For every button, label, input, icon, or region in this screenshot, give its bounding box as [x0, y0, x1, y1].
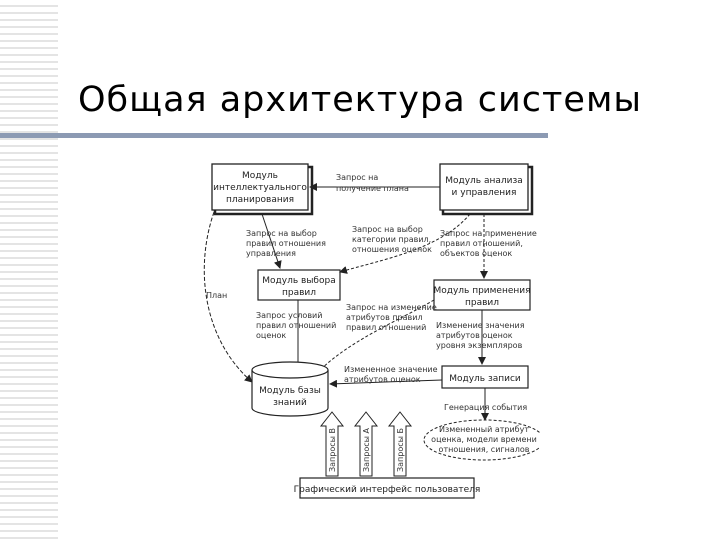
events-line-1: Измененный атрибут — [439, 425, 529, 434]
query-2-label: Запросы А — [362, 428, 371, 472]
rule-application-box: Модуль применения правил — [433, 279, 531, 311]
selection-request-arrow — [261, 213, 282, 269]
intellectual-line-1: Модуль — [242, 171, 278, 181]
intellectual-planning-box: Модуль интеллектуального планирования — [211, 163, 314, 216]
query-1-label: Запросы В — [328, 428, 337, 472]
title-underline — [0, 133, 548, 138]
attribute-value-arrow — [329, 379, 443, 388]
plan-feedback-arrow — [203, 211, 253, 383]
change-request-label-2: атрибутов правил — [346, 313, 423, 322]
recording-label: Модуль записи — [449, 374, 521, 384]
analysis-module-box: Модуль анализа и управления — [439, 163, 534, 216]
conditions-request-label-3: оценок — [256, 331, 286, 340]
query-arrow-3: Запросы Б — [387, 411, 413, 477]
selection-request-label-3: управления — [246, 249, 296, 258]
intellectual-line-3: планирования — [226, 195, 294, 205]
attribute-change-label-2: атрибутов оценок — [436, 331, 513, 340]
attribute-change-label-1: Изменение значения — [436, 321, 525, 330]
analysis-line-1: Модуль анализа — [445, 176, 523, 186]
conditions-request-label-1: Запрос условий — [256, 311, 322, 320]
selection-line-1: Модуль выбора — [262, 276, 335, 286]
rule-selection-box: Модуль выбора правил — [257, 269, 341, 301]
events-line-3: отношения, сигналов — [439, 445, 530, 454]
slide-title: Общая архитектура системы — [78, 80, 642, 120]
application-request-label-1: Запрос на применение — [440, 229, 537, 238]
selection-request-label-1: Запрос на выбор — [246, 229, 317, 238]
category-request-label-3: отношения оценок — [352, 245, 432, 254]
attribute-change-label-3: уровня экземпляров — [436, 341, 523, 350]
category-request-label-2: категории правил, — [352, 235, 431, 244]
attribute-value-label-2: атрибутов оценок — [344, 375, 421, 384]
architecture-diagram: Модуль интеллектуального планирования Мо… — [200, 150, 540, 510]
query-3-label: Запросы Б — [396, 428, 405, 472]
query-arrow-2: Запросы А — [353, 411, 379, 477]
selection-request-label-2: правил отношения — [246, 239, 326, 248]
application-line-2: правил — [465, 298, 499, 308]
database-line-2: знаний — [273, 398, 307, 408]
event-generation-label: Генерация события — [444, 403, 527, 412]
plan-request-label-1: Запрос на — [336, 173, 378, 182]
change-request-arrow — [317, 299, 435, 373]
application-request-label-2: правил отношений, — [440, 239, 523, 248]
events-ellipse: Измененный атрибут оценка, модели времен… — [423, 419, 540, 461]
analysis-line-2: и управления — [452, 188, 517, 198]
intellectual-line-2: интеллектуального — [213, 183, 307, 193]
change-request-label-1: Запрос на изменение — [346, 303, 437, 312]
category-request-arrow — [339, 213, 471, 274]
attribute-value-label-1: Измененное значение — [344, 365, 438, 374]
application-line-1: Модуль применения — [433, 286, 530, 296]
recording-module-box: Модуль записи — [441, 365, 529, 389]
query-arrow-1: Запросы В — [319, 411, 345, 477]
events-line-2: оценка, модели времени — [431, 435, 537, 444]
plan-label: План — [206, 291, 227, 300]
conditions-request-label-2: правил отношений — [256, 321, 336, 330]
selection-line-2: правил — [282, 288, 316, 298]
application-request-label-3: объектов оценок — [440, 249, 512, 258]
change-request-label-3: правил отношений — [346, 323, 426, 332]
database-line-1: Модуль базы — [259, 386, 321, 396]
gui-box: Графический интерфейс пользователя — [294, 477, 481, 499]
category-request-label-1: Запрос на выбор — [352, 225, 423, 234]
knowledge-base-cylinder: Модуль базы знаний — [251, 361, 329, 417]
gui-label: Графический интерфейс пользователя — [294, 485, 481, 495]
plan-request-label-2: получение плана — [336, 184, 409, 193]
